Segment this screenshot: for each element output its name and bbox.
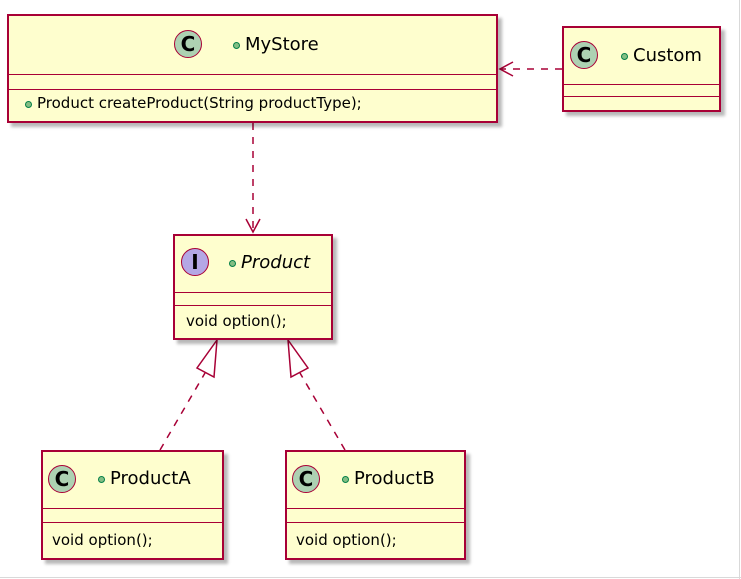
attributes-section	[564, 85, 719, 97]
class-producta[interactable]: C ProductA void option();	[41, 450, 224, 560]
edge-mystore-to-product	[245, 123, 261, 234]
edge-productb-to-product	[287, 337, 346, 451]
class-productb[interactable]: C ProductB void option();	[285, 450, 466, 560]
open-arrowhead	[498, 61, 514, 77]
methods-section: void option();	[43, 523, 222, 558]
public-visibility-icon	[621, 53, 628, 60]
frame-edge-bottom	[0, 577, 741, 578]
class-header: C MyStore	[9, 16, 496, 75]
public-visibility-icon	[98, 476, 105, 483]
class-stereotype-icon: C	[570, 41, 598, 69]
class-stereotype-icon: C	[48, 465, 76, 493]
public-visibility-icon	[25, 101, 32, 108]
class-stereotype-icon: C	[174, 30, 202, 58]
attributes-section	[9, 75, 496, 90]
method: void option();	[52, 531, 153, 549]
class-header: C Custom	[564, 28, 719, 85]
class-header: C ProductB	[287, 452, 464, 509]
class-name: Custom	[633, 45, 702, 66]
edge-custom-to-mystore	[498, 61, 562, 77]
attributes-section	[43, 509, 222, 523]
open-arrowhead	[245, 218, 261, 234]
methods-section: Product createProduct(String productType…	[9, 90, 496, 121]
method: Product createProduct(String productType…	[37, 94, 362, 112]
class-name: ProductB	[354, 468, 435, 489]
methods-section: void option();	[175, 306, 331, 338]
public-visibility-icon	[233, 42, 240, 49]
public-visibility-icon	[342, 476, 349, 483]
attributes-section	[287, 509, 464, 523]
method: void option();	[296, 531, 397, 549]
interface-product[interactable]: I Product void option();	[173, 234, 333, 340]
methods-section	[564, 97, 719, 109]
methods-section: void option();	[287, 523, 464, 558]
class-name: MyStore	[245, 34, 319, 55]
class-mystore[interactable]: C MyStore Product createProduct(String p…	[7, 14, 498, 123]
realization-triangle	[287, 337, 310, 379]
realization-triangle	[195, 337, 218, 379]
method: void option();	[186, 312, 287, 330]
class-header: C ProductA	[43, 452, 222, 509]
class-custom[interactable]: C Custom	[562, 26, 721, 112]
public-visibility-icon	[229, 260, 236, 267]
interface-stereotype-icon: I	[181, 248, 209, 276]
attributes-section	[175, 293, 331, 306]
edge-producta-to-product	[159, 337, 218, 451]
class-name: ProductA	[110, 468, 191, 489]
frame-edge-right	[739, 0, 740, 579]
class-stereotype-icon: C	[292, 465, 320, 493]
interface-name: Product	[241, 252, 311, 273]
class-header: I Product	[175, 236, 331, 293]
